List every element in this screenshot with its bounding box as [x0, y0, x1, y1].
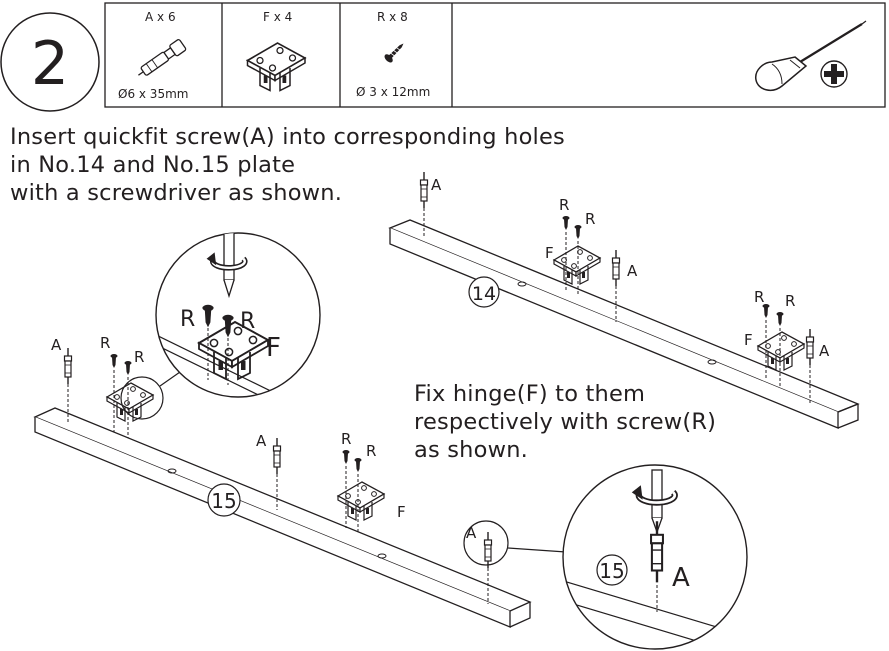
- detail-label-r: R: [240, 309, 255, 334]
- panel-14-label: 14: [472, 283, 496, 305]
- detail-label-r: R: [180, 307, 195, 332]
- label-r: R: [341, 430, 351, 448]
- label-r: R: [134, 348, 144, 366]
- label-a: A: [466, 524, 477, 542]
- detail-label-f: F: [266, 333, 281, 363]
- instruction-line-2: in No.14 and No.15 plate: [10, 152, 296, 178]
- label-r: R: [559, 196, 569, 214]
- label-a: A: [819, 342, 830, 360]
- label-f: F: [397, 503, 406, 521]
- part-r-label: R x 8: [377, 10, 408, 24]
- panel-14-fittings: A A A F R R F R R: [419, 171, 830, 405]
- detail-panel-15-label: 15: [599, 559, 624, 583]
- label-r: R: [366, 442, 376, 460]
- panel-15: 15: [33, 407, 532, 628]
- label-r: R: [754, 288, 764, 306]
- label-r: R: [585, 210, 595, 228]
- fix-instruction-line-1: Fix hinge(F) to them: [414, 381, 646, 407]
- instruction-line-1: Insert quickfit screw(A) into correspond…: [10, 124, 565, 150]
- part-r-spec: Ø 3 x 12mm: [356, 85, 431, 99]
- label-a: A: [431, 176, 442, 194]
- part-a-icon: [138, 39, 187, 76]
- screwdriver-icon: [755, 20, 867, 92]
- panel-15-fittings: A A R R F R R: [51, 334, 493, 604]
- part-a-spec: Ø6 x 35mm: [118, 87, 189, 101]
- panel-15-label: 15: [211, 489, 236, 513]
- step-badge: 2: [0, 12, 100, 112]
- fix-instruction-line-3: as shown.: [414, 437, 529, 463]
- label-r: R: [100, 334, 110, 352]
- label-r: R: [785, 292, 795, 310]
- part-a-label: A x 6: [145, 10, 176, 24]
- label-a: A: [51, 336, 62, 354]
- detail-label-a: A: [672, 563, 690, 593]
- step-number: 2: [31, 29, 69, 99]
- part-r-icon: [384, 43, 404, 63]
- fix-instruction-line-2: respectively with screw(R): [414, 409, 717, 435]
- detail-magnifier-hinge: R R F: [120, 232, 321, 420]
- instruction-line-3: with a screwdriver as shown.: [10, 180, 343, 206]
- parts-table: [104, 2, 886, 108]
- label-a: A: [627, 262, 638, 280]
- part-f-label: F x 4: [263, 10, 293, 24]
- label-f: F: [744, 331, 753, 349]
- panel-14: 14: [388, 219, 860, 429]
- label-f: F: [545, 244, 554, 262]
- detail-magnifier-quickfit: A 15 A: [463, 464, 748, 650]
- label-a: A: [256, 432, 267, 450]
